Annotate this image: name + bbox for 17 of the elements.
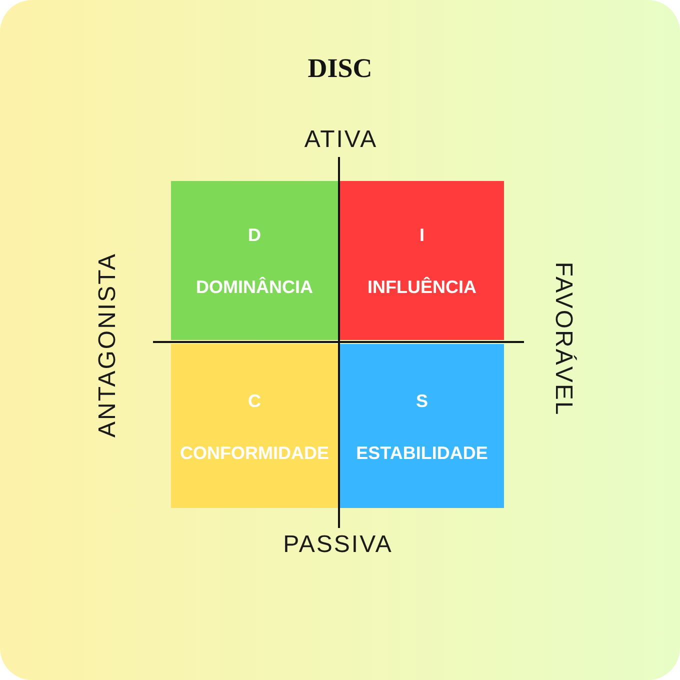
quadrant-letter: S bbox=[416, 390, 428, 412]
quadrant-label: CONFORMIDADE bbox=[180, 442, 329, 464]
quadrant-box bbox=[171, 181, 338, 340]
axis-label: ANTAGONISTA bbox=[94, 252, 122, 438]
diagram-title: DISC bbox=[308, 52, 372, 85]
axis-label: ATIVA bbox=[304, 126, 378, 154]
quadrant-box bbox=[171, 344, 338, 508]
axis-label: FAVORÁVEL bbox=[549, 262, 577, 416]
quadrant-letter: C bbox=[248, 390, 261, 412]
quadrant-letter: D bbox=[248, 224, 261, 246]
quadrant-box bbox=[340, 181, 504, 340]
quadrant-box bbox=[340, 344, 504, 508]
quadrant-letter: I bbox=[419, 224, 424, 246]
quadrant-label: ESTABILIDADE bbox=[356, 442, 488, 464]
quadrant-label: INFLUÊNCIA bbox=[368, 276, 476, 298]
quadrant-label: DOMINÂNCIA bbox=[196, 276, 313, 298]
axis-label: PASSIVA bbox=[283, 531, 393, 559]
